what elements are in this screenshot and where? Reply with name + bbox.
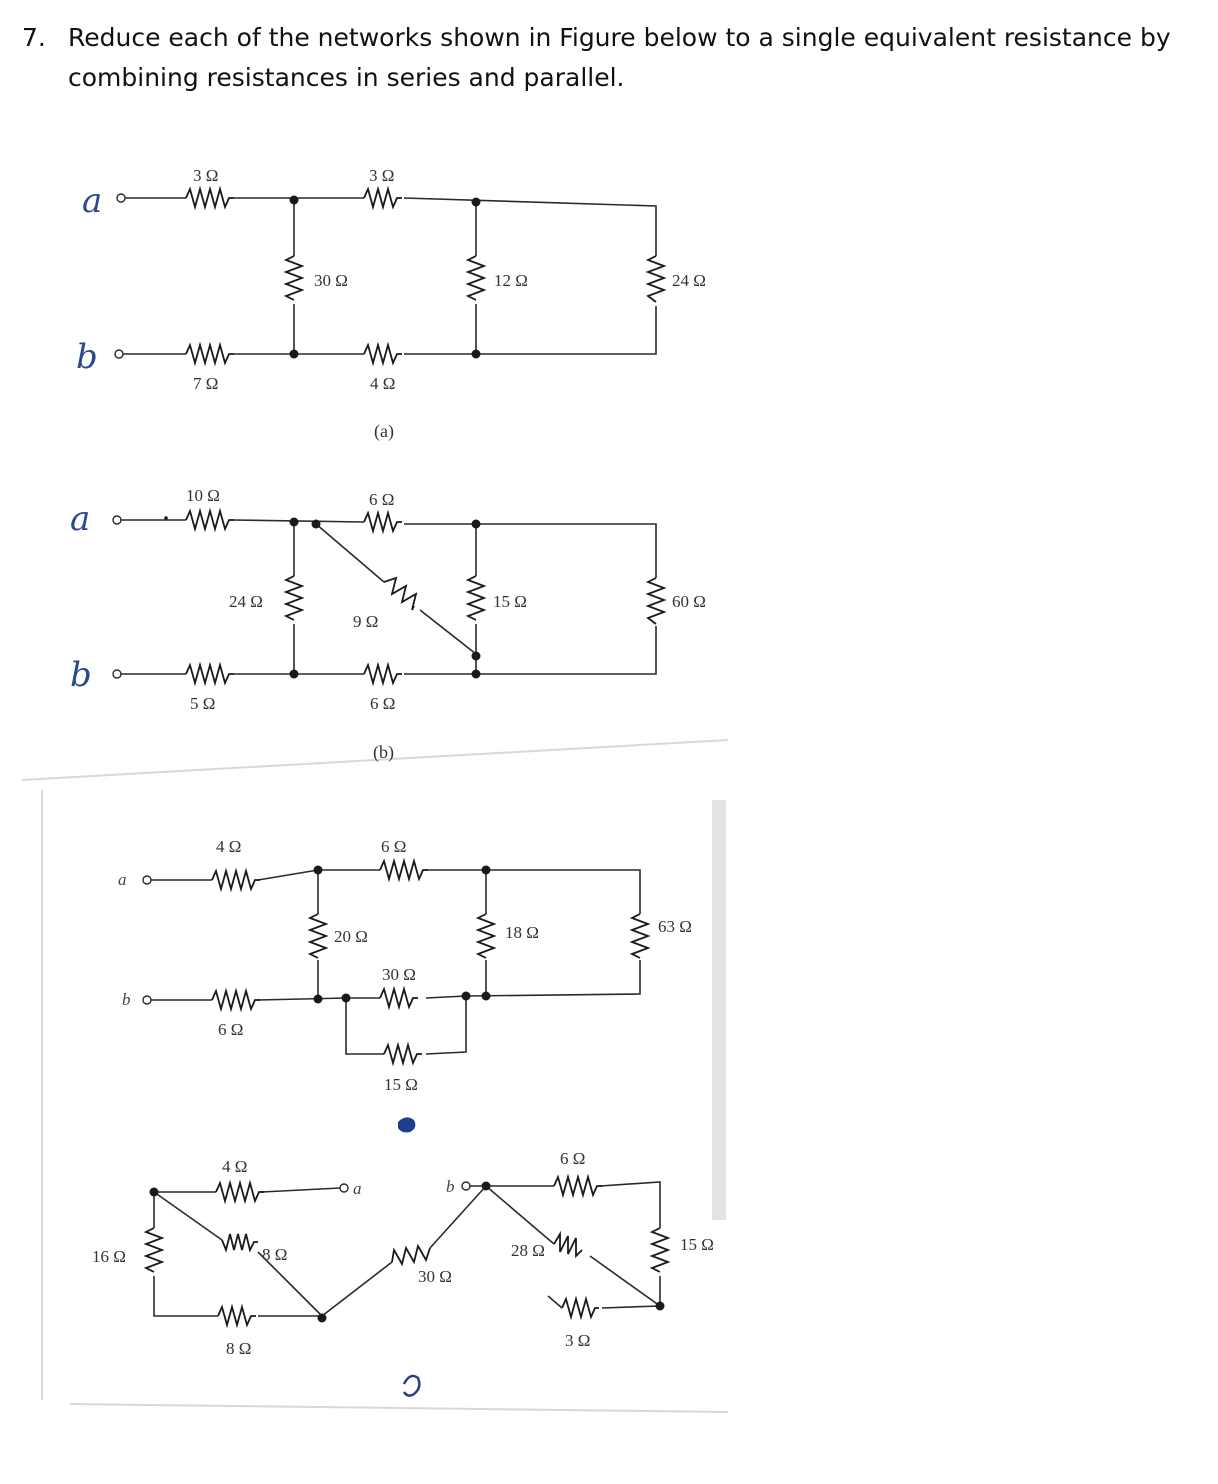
resistor-d-bottom-left <box>217 1303 256 1329</box>
resistor-d-diag-28 <box>553 1230 583 1259</box>
terminal-b <box>461 1181 471 1191</box>
circuit-a: a b 3 Ω 3 Ω 7 Ω 4 Ω 30 Ω 12 Ω 24 Ω (a) <box>76 166 706 442</box>
label-b-bottom-1: 5 Ω <box>190 694 215 713</box>
label-d-bottom-left: 8 Ω <box>226 1339 251 1358</box>
resistor-d-diag-mid <box>221 1233 258 1253</box>
resistor-c-bottom-1 <box>211 987 260 1013</box>
label-b-shunt-2: 15 Ω <box>493 592 527 611</box>
terminal-a <box>142 875 152 885</box>
terminal-b <box>112 669 122 679</box>
label-d-top-right: 6 Ω <box>560 1149 585 1168</box>
scan-edge-line <box>21 739 729 781</box>
resistor-c-shunt-3 <box>629 913 651 959</box>
resistor-b-bottom-1 <box>185 661 234 687</box>
resistor-c-parallel-lower <box>383 1041 422 1067</box>
handwritten-mark <box>402 1374 421 1397</box>
label-b-top-1: 10 Ω <box>186 486 220 505</box>
terminal-b <box>142 995 152 1005</box>
label-c-top-2: 6 Ω <box>381 837 406 856</box>
resistor-d-diag-30 <box>391 1243 431 1267</box>
resistor-c-shunt-1 <box>307 913 329 959</box>
resistor-c-top-2 <box>379 857 428 883</box>
resistor-a-top-2 <box>363 185 402 211</box>
question-number: 7. <box>22 23 46 52</box>
label-c-parallel-lower: 15 Ω <box>384 1075 418 1094</box>
terminal-b-label: b <box>122 990 131 1009</box>
label-d-top-left: 4 Ω <box>222 1157 247 1176</box>
terminal-b-label: b <box>446 1177 455 1196</box>
label-a-top-2: 3 Ω <box>369 166 394 185</box>
resistor-b-top-1 <box>185 507 234 533</box>
label-a-bottom-2: 4 Ω <box>370 374 395 393</box>
label-b-shunt-1: 24 Ω <box>229 592 263 611</box>
label-d-diag-30: 30 Ω <box>418 1267 452 1286</box>
resistor-b-bottom-2 <box>363 661 402 687</box>
resistor-b-shunt-1 <box>283 575 305 621</box>
resistor-a-shunt-2 <box>465 255 487 301</box>
circuit-c: a b 4 Ω 6 Ω 6 Ω 20 Ω 30 Ω 15 Ω 18 Ω 63 Ω <box>118 837 692 1142</box>
label-a-shunt-3: 24 Ω <box>672 271 706 290</box>
label-d-right-vertical: 15 Ω <box>680 1235 714 1254</box>
resistor-b-diagonal <box>383 576 418 611</box>
label-a-shunt-1: 30 Ω <box>314 271 348 290</box>
caption-a: (a) <box>374 421 394 442</box>
terminal-a <box>112 515 122 525</box>
resistor-c-top-1 <box>211 867 260 893</box>
circuit-b: a b 10 Ω 6 Ω 5 Ω 6 Ω 24 Ω 9 Ω 15 Ω 60 Ω <box>70 486 706 763</box>
resistor-c-parallel-upper <box>379 985 418 1011</box>
label-c-top-1: 4 Ω <box>216 837 241 856</box>
label-a-shunt-2: 12 Ω <box>494 271 528 290</box>
terminal-a-handwritten: a <box>82 181 102 221</box>
label-c-parallel-upper: 30 Ω <box>382 965 416 984</box>
terminal-a-handwritten: a <box>70 499 90 539</box>
label-c-shunt-3: 63 Ω <box>658 917 692 936</box>
resistor-a-shunt-3 <box>645 255 667 303</box>
resistor-d-top-left <box>215 1179 264 1205</box>
caption-d: (d) <box>400 1382 421 1403</box>
label-d-left-vertical: 16 Ω <box>92 1247 126 1266</box>
scan-shadow <box>712 800 726 1220</box>
label-c-shunt-1: 20 Ω <box>334 927 368 946</box>
terminal-a <box>339 1183 349 1193</box>
resistor-d-left-vertical <box>143 1227 165 1273</box>
terminal-b-handwritten: b <box>70 655 92 695</box>
resistor-c-shunt-2 <box>475 913 497 959</box>
label-d-diag-mid: 8 Ω <box>262 1245 287 1264</box>
terminal-a-label: a <box>353 1179 362 1198</box>
label-b-top-2: 6 Ω <box>369 490 394 509</box>
resistor-a-shunt-1 <box>283 255 305 301</box>
resistor-b-top-2 <box>363 509 402 535</box>
label-c-shunt-2: 18 Ω <box>505 923 539 942</box>
question-text: Reduce each of the networks shown in Fig… <box>68 23 1171 92</box>
resistor-a-bottom-1 <box>185 341 234 367</box>
label-a-top-1: 3 Ω <box>193 166 218 185</box>
label-d-diag-28: 28 Ω <box>511 1241 545 1260</box>
terminal-b <box>114 349 124 359</box>
label-b-bottom-2: 6 Ω <box>370 694 395 713</box>
terminal-a <box>116 193 126 203</box>
circuit-d: a b 4 Ω 16 Ω 8 Ω 8 Ω 30 Ω 6 Ω 28 <box>92 1149 714 1403</box>
label-c-bottom-1: 6 Ω <box>218 1020 243 1039</box>
resistor-d-bottom-right <box>561 1295 599 1321</box>
handwritten-mark <box>398 1117 416 1133</box>
resistor-d-top-right <box>553 1173 602 1199</box>
resistor-a-top-1 <box>185 185 234 211</box>
caption-b: (b) <box>373 742 394 763</box>
resistor-d-right-vertical <box>649 1227 671 1273</box>
label-b-diagonal: 9 Ω <box>353 612 378 631</box>
label-d-bottom-right: 3 Ω <box>565 1331 590 1350</box>
label-b-shunt-3: 60 Ω <box>672 592 706 611</box>
terminal-a-label: a <box>118 870 127 889</box>
terminal-b-handwritten: b <box>76 337 98 377</box>
resistor-a-bottom-2 <box>363 341 402 367</box>
caption-c: (c) <box>390 1121 410 1142</box>
resistor-b-shunt-2 <box>465 575 487 621</box>
scan-edge-line <box>69 1403 729 1413</box>
resistor-b-shunt-3 <box>645 577 667 625</box>
label-a-bottom-1: 7 Ω <box>193 374 218 393</box>
